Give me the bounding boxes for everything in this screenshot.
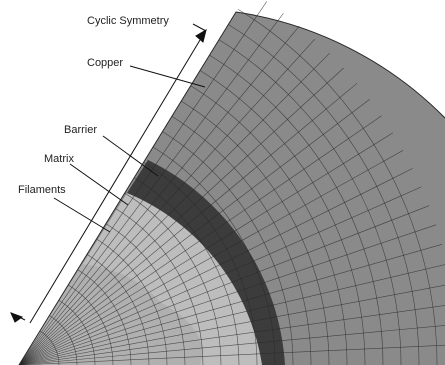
mesh-line: [18, 99, 370, 365]
outer-boundary: [18, 11, 445, 365]
mesh-line: [18, 53, 330, 365]
double-arrow-icon: [10, 23, 207, 324]
barrier-leader: [102, 135, 159, 177]
matrix-label: Matrix: [44, 153, 74, 165]
copper-leader: [129, 65, 206, 88]
mesh-line: [18, 13, 284, 365]
mesh-line: [18, 115, 382, 365]
matrix-leader: [69, 163, 129, 206]
mesh-line: [18, 186, 422, 365]
mesh-line: [18, 67, 344, 365]
mesh-line: [18, 1, 268, 365]
cyclic-symmetry-label: Cyclic Symmetry: [87, 15, 169, 27]
mesh-line: [18, 224, 437, 365]
filaments-label: Filaments: [18, 184, 66, 196]
mesh-line: [18, 264, 445, 365]
mesh-line: [18, 150, 404, 365]
filaments-leader: [53, 197, 111, 233]
mesh-line: [18, 284, 445, 365]
mesh-grid: [18, 1, 445, 365]
mesh-line: [18, 38, 316, 365]
mesh-line: [18, 325, 445, 365]
barrier-ring: [127, 160, 285, 365]
mesh-line: [18, 244, 443, 365]
mesh-line: [18, 132, 393, 365]
mesh-line: [18, 305, 445, 365]
mesh-line: [18, 83, 358, 365]
copper-label: Copper: [87, 57, 123, 69]
filament-core: [19, 264, 203, 365]
barrier-label: Barrier: [64, 124, 97, 136]
mesh-line: [18, 205, 430, 365]
mesh-line: [18, 168, 413, 365]
mesh-line: [18, 344, 445, 365]
leader-lines: [53, 65, 206, 233]
mesh-line: [18, 25, 300, 365]
